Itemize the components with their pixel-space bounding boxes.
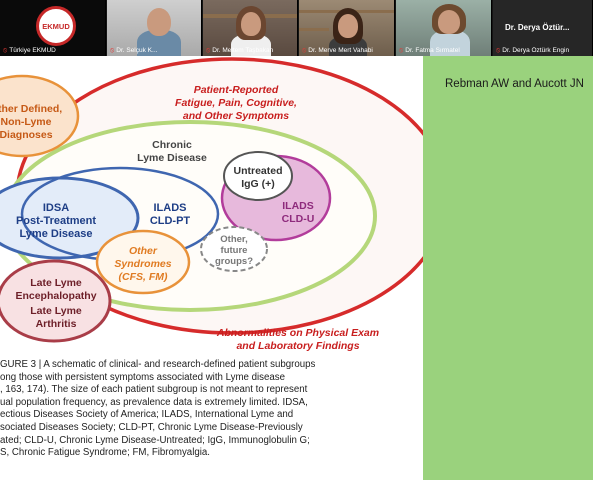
svg-text:Late Lyme: Late Lyme: [30, 277, 82, 289]
svg-text:Patient-Reported: Patient-Reported: [194, 84, 279, 96]
participant-video: [231, 34, 271, 56]
svg-text:ILADS: ILADS: [154, 202, 187, 214]
abnormalities-label: Abnormalities on Physical Exam and Labor…: [216, 327, 379, 352]
svg-text:Late Lyme: Late Lyme: [30, 305, 82, 317]
other-defined-ellipse: [0, 74, 80, 158]
other-syndromes-label: Other Syndromes (CFS, FM): [114, 245, 171, 283]
symptoms-label: Patient-Reported Fatigue, Pain, Cognitiv…: [175, 84, 297, 122]
mic-muted-icon: ⦸: [3, 47, 8, 54]
participant-name: Dr. Fatma Sırmatel: [405, 47, 460, 54]
svg-text:IgG (+): IgG (+): [241, 178, 275, 190]
svg-text:Other Defined,: Other Defined,: [0, 103, 62, 115]
participant-name: Türkiye EKMUD: [9, 47, 56, 54]
participant-display-name: Dr. Derya Öztür...: [505, 23, 570, 32]
mic-muted-icon: ⦸: [399, 47, 404, 54]
svg-text:Non-Lyme: Non-Lyme: [1, 116, 52, 128]
svg-text:Lyme Disease: Lyme Disease: [137, 152, 207, 164]
svg-text:groups?: groups?: [215, 256, 253, 267]
svg-text:(CFS, FM): (CFS, FM): [119, 271, 168, 283]
svg-text:Other: Other: [129, 245, 158, 257]
participant-name: Dr. Derya Öztürk Engin: [502, 47, 570, 54]
svg-text:Syndromes: Syndromes: [114, 258, 171, 270]
participant-tile[interactable]: ⦸Dr. Meltem Taşbakan: [203, 0, 298, 56]
mic-muted-icon: ⦸: [496, 47, 501, 54]
late-lyme-label: Late Lyme Encephalopathy Late Lyme Arthr…: [15, 277, 96, 330]
other-syndromes-ellipse: [95, 229, 191, 295]
svg-text:Arthritis: Arthritis: [36, 318, 77, 330]
svg-text:ILADS: ILADS: [282, 200, 314, 212]
svg-text:Encephalopathy: Encephalopathy: [15, 290, 96, 302]
untreated-label: Untreated IgG (+): [233, 165, 282, 190]
participant-name: Dr. Selçuk K...: [116, 47, 158, 54]
svg-text:Abnormalities on Physical Exam: Abnormalities on Physical Exam: [216, 327, 379, 339]
untreated-ellipse: [223, 151, 293, 201]
svg-text:CLD-U: CLD-U: [282, 213, 315, 225]
mic-muted-icon: ⦸: [110, 47, 115, 54]
participant-name: Dr. Meltem Taşbakan: [212, 47, 274, 54]
mic-muted-icon: ⦸: [302, 47, 307, 54]
future-groups-label: Other, future groups?: [215, 234, 253, 267]
svg-text:IDSA: IDSA: [43, 202, 69, 214]
svg-text:CLD-PT: CLD-PT: [150, 215, 191, 227]
participant-video: [430, 30, 470, 56]
svg-text:Diagnoses: Diagnoses: [0, 129, 53, 141]
reference-text: Rebman AW and Aucott JN: [445, 78, 584, 90]
participant-tile[interactable]: ⦸Dr. Merve Mert Vahabi: [299, 0, 395, 56]
svg-text:Post-Treatment: Post-Treatment: [16, 215, 96, 227]
lyme-subgroup-diagram: Patient-Reported Fatigue, Pain, Cognitiv…: [0, 57, 423, 352]
slide-side-panel: Rebman AW and Aucott JN: [423, 56, 593, 480]
svg-text:Chronic: Chronic: [152, 139, 192, 151]
mic-muted-icon: ⦸: [206, 47, 211, 54]
svg-text:and Laboratory Findings: and Laboratory Findings: [236, 340, 359, 352]
shared-slide: Patient-Reported Fatigue, Pain, Cognitiv…: [0, 56, 423, 480]
participant-tile[interactable]: ⦸Dr. Fatma Sırmatel: [396, 0, 492, 56]
svg-text:Other,: Other,: [220, 234, 247, 245]
svg-text:Untreated: Untreated: [233, 165, 282, 177]
participant-name: Dr. Merve Mert Vahabi: [308, 47, 373, 54]
svg-text:Fatigue, Pain, Cognitive,: Fatigue, Pain, Cognitive,: [175, 97, 297, 109]
future-groups-ellipse: [200, 226, 268, 272]
participant-tile[interactable]: EKMUD ⦸Türkiye EKMUD: [0, 0, 106, 56]
svg-text:Lyme Disease: Lyme Disease: [20, 228, 93, 240]
idsa-label: IDSA Post-Treatment Lyme Disease: [16, 202, 96, 240]
other-defined-label: Other Defined, Non-Lyme Diagnoses: [0, 103, 62, 141]
participant-tile[interactable]: ⦸Dr. Selçuk K...: [107, 0, 202, 56]
late-lyme-ellipse: [0, 259, 112, 343]
participant-tile-active[interactable]: Dr. Derya Öztür... ⦸Dr. Derya Öztürk Eng…: [493, 0, 593, 56]
chronic-lyme-label: Chronic Lyme Disease: [137, 139, 207, 164]
participant-strip: EKMUD ⦸Türkiye EKMUD ⦸Dr. Selçuk K... ⦸D…: [0, 0, 593, 56]
figure-caption: GURE 3 | A schematic of clinical- and re…: [0, 359, 316, 459]
ekmud-logo: EKMUD: [36, 6, 76, 46]
svg-text:future: future: [221, 245, 248, 256]
svg-text:and Other Symptoms: and Other Symptoms: [183, 110, 289, 122]
ilads-clu-label: ILADS CLD-U: [282, 200, 315, 225]
ilads-cldpt-label: ILADS CLD-PT: [150, 202, 191, 227]
